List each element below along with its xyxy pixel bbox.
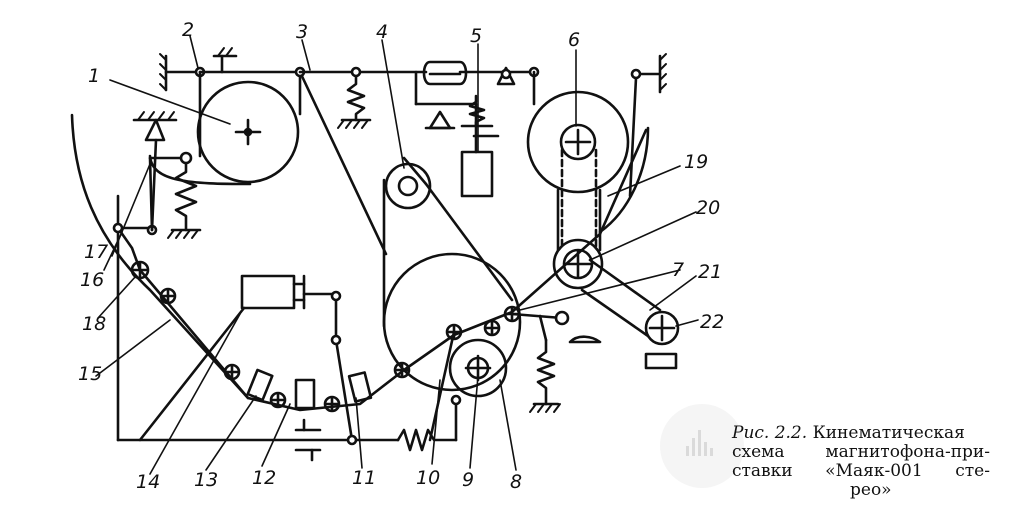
label-13: 13 bbox=[194, 469, 218, 491]
housing-curve bbox=[70, 113, 250, 400]
tape-path bbox=[116, 70, 648, 412]
label-1: 1 bbox=[88, 65, 100, 87]
label-18: 18 bbox=[82, 313, 106, 335]
label-10: 10 bbox=[416, 467, 440, 489]
label-14: 14 bbox=[136, 471, 160, 493]
caption-line-4: рео» bbox=[850, 480, 892, 500]
label-15: 15 bbox=[78, 363, 102, 385]
label-8: 8 bbox=[510, 471, 522, 493]
label-4: 4 bbox=[376, 21, 388, 43]
leader-lines bbox=[95, 35, 699, 475]
label-2: 2 bbox=[182, 19, 194, 41]
tension-lever-7 bbox=[510, 310, 602, 413]
label-12: 12 bbox=[252, 467, 276, 489]
label-19: 19 bbox=[684, 151, 708, 173]
pinch-lever bbox=[330, 290, 462, 452]
magnetic-heads bbox=[246, 368, 373, 462]
label-17: 17 bbox=[84, 241, 108, 263]
caption-title: Кинематическая bbox=[812, 423, 965, 443]
caption-line-2: схема магнитофона-при- bbox=[732, 442, 990, 462]
right-bracket bbox=[628, 53, 667, 198]
label-7: 7 bbox=[672, 259, 684, 281]
pulley-4 bbox=[384, 162, 432, 210]
caption-prefix: Рис. 2.2. bbox=[732, 423, 808, 443]
tension-arm-16-17 bbox=[112, 111, 202, 239]
caption-line-1: Рис. 2.2. Кинематическая bbox=[732, 424, 990, 443]
housing-right-curve bbox=[598, 126, 650, 234]
label-3: 3 bbox=[296, 21, 308, 43]
label-6: 6 bbox=[568, 29, 580, 51]
label-16: 16 bbox=[80, 269, 104, 291]
part-labels: 1 2 3 4 5 6 7 8 9 10 11 12 13 14 15 16 1… bbox=[78, 19, 724, 493]
label-9: 9 bbox=[462, 469, 474, 491]
label-22: 22 bbox=[700, 311, 724, 333]
belt-drive bbox=[382, 156, 514, 328]
label-20: 20 bbox=[696, 197, 720, 219]
flywheel-8 bbox=[382, 252, 522, 392]
reel-left bbox=[196, 80, 300, 184]
label-21: 21 bbox=[698, 261, 722, 283]
label-11: 11 bbox=[352, 467, 376, 489]
top-linkage bbox=[159, 47, 540, 198]
watermark bbox=[660, 404, 744, 488]
caption-line-3: ставки «Маяк-001 сте- bbox=[732, 461, 990, 481]
label-5: 5 bbox=[470, 25, 482, 47]
figure-caption: Рис. 2.2. Кинематическая схема магнитофо… bbox=[732, 424, 990, 500]
reel-right bbox=[526, 90, 630, 194]
capstan-9 bbox=[448, 338, 508, 398]
arm-21 bbox=[580, 258, 680, 370]
reel-belt bbox=[556, 148, 602, 252]
solenoid-14 bbox=[138, 274, 338, 442]
idler-20 bbox=[552, 238, 604, 290]
